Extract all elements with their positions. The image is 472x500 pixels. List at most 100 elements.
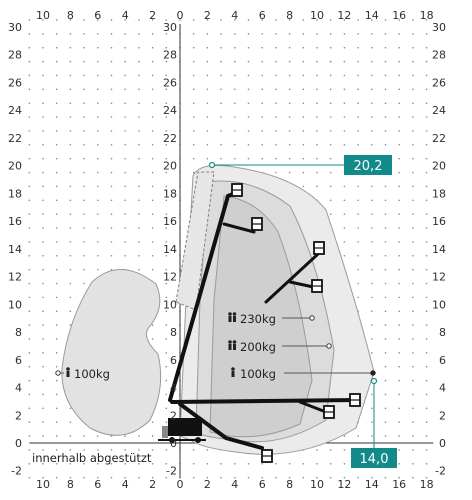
grid-dot <box>83 213 85 215</box>
grid-dot <box>165 407 168 410</box>
y-tick-label: 14 <box>163 243 177 256</box>
grid-dot <box>261 157 264 160</box>
grid-dot <box>371 324 373 326</box>
grid-dot <box>83 46 85 49</box>
grid-dot <box>412 393 414 396</box>
two-person-icon <box>228 340 237 350</box>
grid-dot <box>384 435 387 437</box>
grid-dot <box>42 296 44 299</box>
y-tick-label: 18 <box>8 187 22 200</box>
grid-dot <box>412 449 414 451</box>
grid-dot <box>83 88 85 91</box>
person-icon <box>231 367 235 377</box>
grid-dot <box>138 157 140 160</box>
grid-dot <box>138 143 140 146</box>
grid-dot <box>83 74 85 77</box>
grid-dot <box>138 171 140 174</box>
grid-dot <box>275 102 277 104</box>
grid-dot <box>165 352 168 354</box>
grid-dot <box>165 310 168 313</box>
grid-dot <box>165 324 168 326</box>
grid-dot <box>192 143 195 146</box>
grid-dot <box>288 476 291 479</box>
grid-dot <box>110 60 113 63</box>
grid-dot <box>425 463 428 465</box>
grid-dot <box>83 143 85 146</box>
grid-dot <box>28 379 31 382</box>
grid-dot <box>55 365 58 368</box>
grid-dot <box>398 19 401 21</box>
grid-dot <box>234 88 236 91</box>
grid-dot <box>371 254 373 257</box>
grid-dot <box>110 143 113 146</box>
grid-dot <box>192 171 195 174</box>
grid-dot <box>151 143 154 146</box>
grid-dot <box>412 116 414 118</box>
grid-dot <box>165 241 168 243</box>
grid-dot <box>302 157 305 160</box>
chassis <box>158 418 206 443</box>
grid-dot <box>398 476 401 479</box>
grid-dot <box>398 268 401 271</box>
grid-dot <box>425 421 428 423</box>
grid-dot <box>302 185 305 188</box>
x-tick-label: 6 <box>259 478 266 491</box>
grid-dot <box>384 74 387 77</box>
max-outreach-label: 14,0 <box>360 452 389 467</box>
load-label-left-100: 100kg <box>74 367 110 381</box>
grid-dot <box>55 324 58 326</box>
grid-dot <box>412 102 414 104</box>
grid-dot <box>412 185 414 188</box>
grid-dot <box>220 74 222 77</box>
grid-dot <box>384 379 387 382</box>
y-tick-label: 0 <box>170 437 177 450</box>
y-tick-label: 22 <box>8 132 22 145</box>
y-tick-label: 8 <box>439 326 446 339</box>
grid-dot <box>42 310 44 313</box>
grid-dot <box>384 365 387 368</box>
grid-dot <box>83 19 85 21</box>
grid-dot <box>275 88 277 91</box>
grid-dot <box>425 116 428 118</box>
grid-dot <box>138 46 140 49</box>
grid-dot <box>384 199 387 202</box>
grid-dot <box>83 60 85 63</box>
grid-dot <box>42 365 44 368</box>
x-tick-label: 10 <box>310 9 324 22</box>
grid-dot <box>110 213 113 215</box>
y-tick-label: 4 <box>439 382 446 395</box>
basket-icon <box>231 183 243 197</box>
x-tick-label: 10 <box>36 9 50 22</box>
grid-dot <box>384 60 387 63</box>
grid-dot <box>343 449 346 451</box>
grid-dot <box>124 60 126 63</box>
load-point-100 <box>370 370 376 376</box>
boom-arm-upper-link <box>222 222 256 234</box>
grid-dot <box>261 33 264 35</box>
grid-dot <box>83 241 85 243</box>
basket-icon <box>311 279 323 293</box>
grid-dot <box>398 88 401 91</box>
y-tick-label: 18 <box>163 187 177 200</box>
grid-dot <box>138 435 140 437</box>
grid-dot <box>42 352 44 354</box>
grid-dot <box>124 102 126 104</box>
grid-dot <box>412 143 414 146</box>
grid-dot <box>425 74 428 77</box>
grid-dot <box>28 282 31 285</box>
grid-dot <box>55 393 58 396</box>
grid-dot <box>97 185 99 188</box>
grid-dot <box>398 33 401 35</box>
grid-dot <box>343 463 346 465</box>
grid-dot <box>42 435 44 437</box>
grid-dot <box>83 449 85 451</box>
grid-dot <box>316 171 318 174</box>
grid-dot <box>42 74 44 77</box>
grid-dot <box>55 213 58 215</box>
grid-dot <box>247 476 250 479</box>
grid-dot <box>316 449 318 451</box>
grid-dot <box>316 130 318 132</box>
grid-dot <box>343 476 346 479</box>
grid-dot <box>42 393 44 396</box>
